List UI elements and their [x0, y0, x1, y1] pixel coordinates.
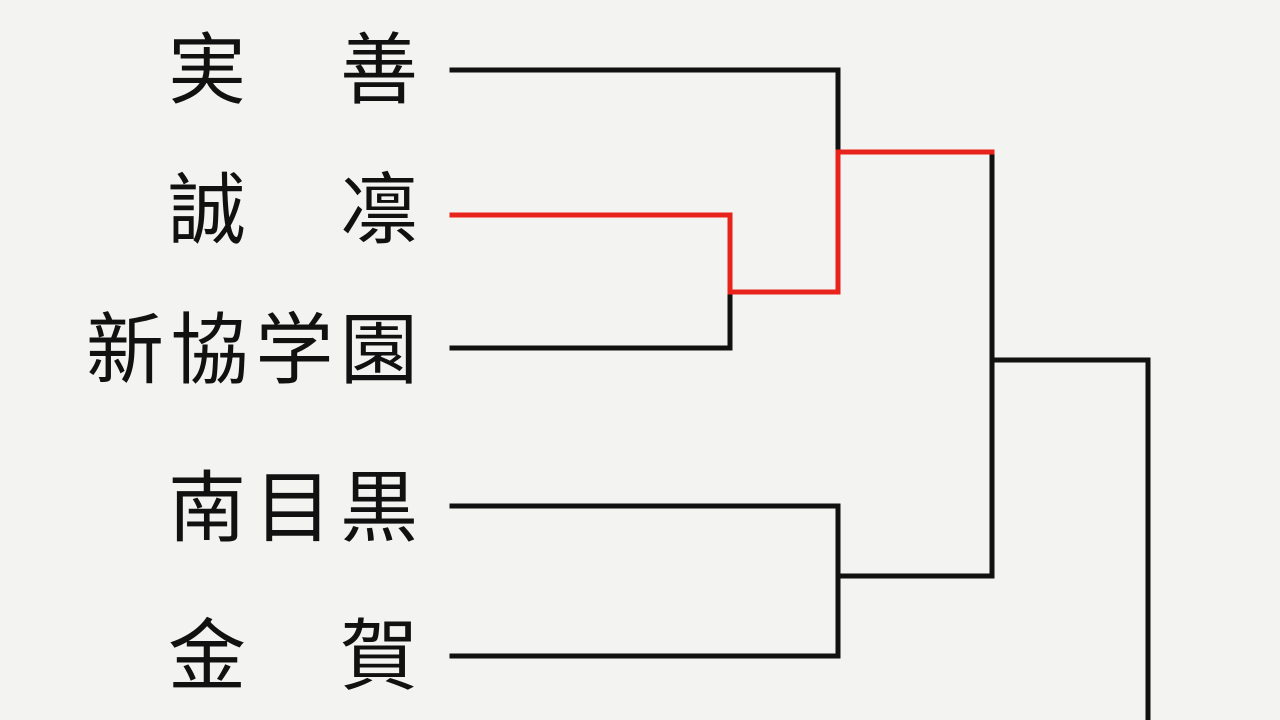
team-char: 学 [255, 306, 334, 396]
bracket-line-lower-semifinal [835, 149, 995, 579]
team-char: 善 [339, 26, 418, 116]
bracket-line-kinga [449, 573, 841, 659]
bracket-line-jitsuzen [449, 67, 841, 155]
team-char: 協 [170, 306, 249, 396]
team-char: 金 [168, 612, 247, 702]
team-label-shinkyo-gakuen: 新 協 学 園 [86, 312, 418, 390]
team-char: 実 [168, 26, 247, 116]
bracket-line-minami-meguro [449, 503, 841, 579]
team-char: 凛 [339, 166, 418, 256]
team-char: 目 [253, 464, 332, 554]
team-char: 南 [168, 464, 247, 554]
bracket-line-final [989, 357, 1151, 720]
team-label-kinga: 金 賀 [168, 618, 418, 696]
team-char: 賀 [339, 612, 418, 702]
team-label-minami-meguro: 南 目 黒 [168, 470, 418, 548]
team-label-jitsuzen: 実 善 [168, 32, 418, 110]
team-char: 誠 [168, 166, 247, 256]
team-char: 園 [339, 306, 418, 396]
bracket-line-seirin-path [449, 149, 995, 295]
team-label-seirin: 誠 凛 [168, 172, 418, 250]
team-char: 黒 [339, 464, 418, 554]
team-char: 新 [86, 306, 165, 396]
bracket-line-shinkyo [449, 289, 733, 351]
